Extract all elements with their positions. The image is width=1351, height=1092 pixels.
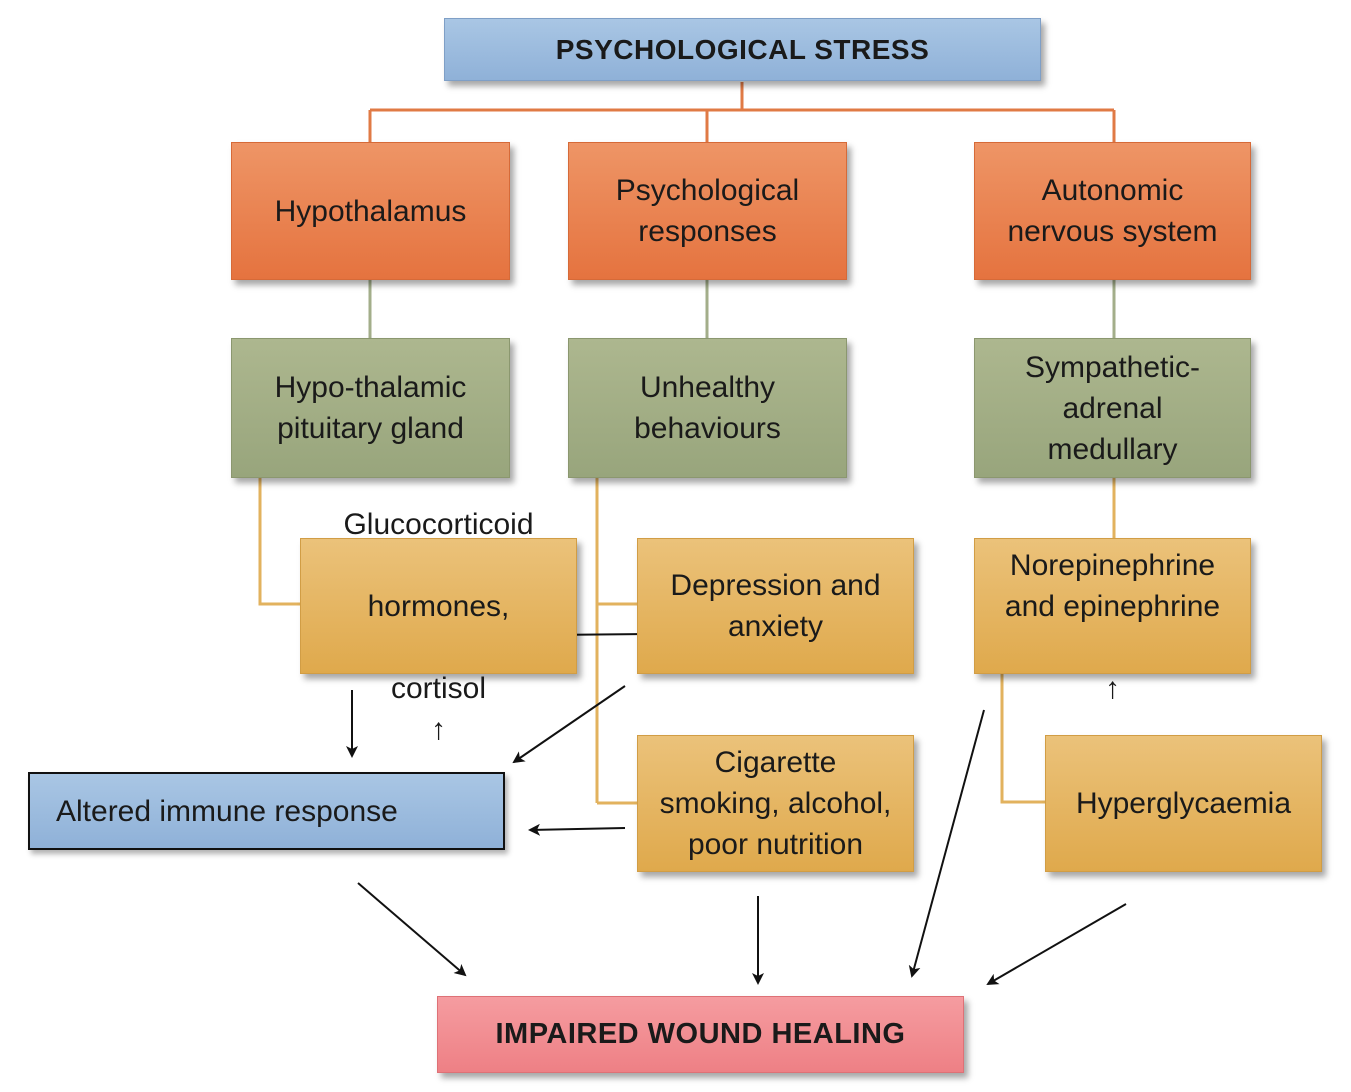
node-hypothalamus: Hypothalamus bbox=[231, 142, 510, 280]
arrow-hyperglycaemia-to-healing bbox=[986, 903, 1127, 986]
node-label: Altered immune response bbox=[56, 794, 398, 828]
node-label: Depression and anxiety bbox=[670, 569, 881, 643]
connector-norepinephrine-to-hyperglycaemia bbox=[1000, 674, 1045, 804]
node-psychological-responses: Psychological responses bbox=[568, 142, 847, 280]
effect-arrows bbox=[346, 628, 1127, 986]
glucocorticoid-line1: Glucocorticoid bbox=[343, 507, 534, 541]
node-label: Cigarette smoking, alcohol, poor nutriti… bbox=[659, 746, 892, 861]
node-label: PSYCHOLOGICAL STRESS bbox=[555, 34, 930, 65]
connector-hpg-to-glucocorticoid bbox=[258, 478, 300, 606]
level3-connectors bbox=[258, 478, 1116, 805]
node-label: Autonomic nervous system bbox=[1007, 174, 1218, 248]
node-label: Psychological responses bbox=[615, 174, 800, 248]
node-label: Hypo-thalamic pituitary gland bbox=[274, 371, 467, 445]
node-hyperglycaemia: Hyperglycaemia bbox=[1045, 735, 1322, 872]
node-label: Glucocorticoid hormones, cortisol ↑ bbox=[343, 463, 533, 750]
glucocorticoid-line2: hormones, bbox=[367, 589, 510, 623]
norepinephrine-text: Norepinephrine and epinephrine bbox=[1004, 548, 1221, 623]
glucocorticoid-line3: cortisol bbox=[390, 671, 486, 705]
node-psychological-stress: PSYCHOLOGICAL STRESS bbox=[444, 18, 1041, 81]
arrow-cigarette-to-immune bbox=[528, 823, 626, 836]
node-depression-anxiety: Depression and anxiety bbox=[637, 538, 914, 674]
node-label: IMPAIRED WOUND HEALING bbox=[495, 1018, 906, 1050]
node-cigarette-alcohol-nutrition: Cigarette smoking, alcohol, poor nutriti… bbox=[637, 735, 914, 872]
increase-arrow-icon: ↑ bbox=[1105, 671, 1120, 705]
node-unhealthy-behaviours: Unhealthy behaviours bbox=[568, 338, 847, 478]
node-label: Sympathetic- adrenal medullary bbox=[1024, 350, 1201, 466]
level2-connectors bbox=[368, 280, 1116, 338]
stress-connectors bbox=[368, 82, 1116, 142]
node-autonomic-nervous-system: Autonomic nervous system bbox=[974, 142, 1251, 280]
node-label: Norepinephrine and epinephrine ↑ bbox=[1005, 504, 1220, 709]
node-impaired-wound-healing: IMPAIRED WOUND HEALING bbox=[437, 996, 964, 1073]
node-hypothalamic-pituitary-gland: Hypo-thalamic pituitary gland bbox=[231, 338, 510, 478]
arrow-immune-to-healing bbox=[357, 882, 467, 977]
increase-arrow-icon: ↑ bbox=[430, 712, 446, 746]
arrow-depression-to-immune bbox=[512, 685, 626, 764]
arrow-norepinephrine-to-healing bbox=[908, 709, 985, 978]
node-label: Hyperglycaemia bbox=[1075, 787, 1292, 820]
node-norepinephrine-epinephrine: Norepinephrine and epinephrine ↑ bbox=[974, 538, 1251, 705]
node-glucocorticoid-cortisol: Glucocorticoid hormones, cortisol ↑ bbox=[300, 508, 577, 746]
node-altered-immune-response: Altered immune response bbox=[28, 772, 505, 850]
node-label: Unhealthy behaviours bbox=[634, 371, 781, 445]
node-sympathetic-adrenal-medullary: Sympathetic- adrenal medullary bbox=[974, 338, 1251, 478]
node-label: Hypothalamus bbox=[274, 194, 467, 228]
